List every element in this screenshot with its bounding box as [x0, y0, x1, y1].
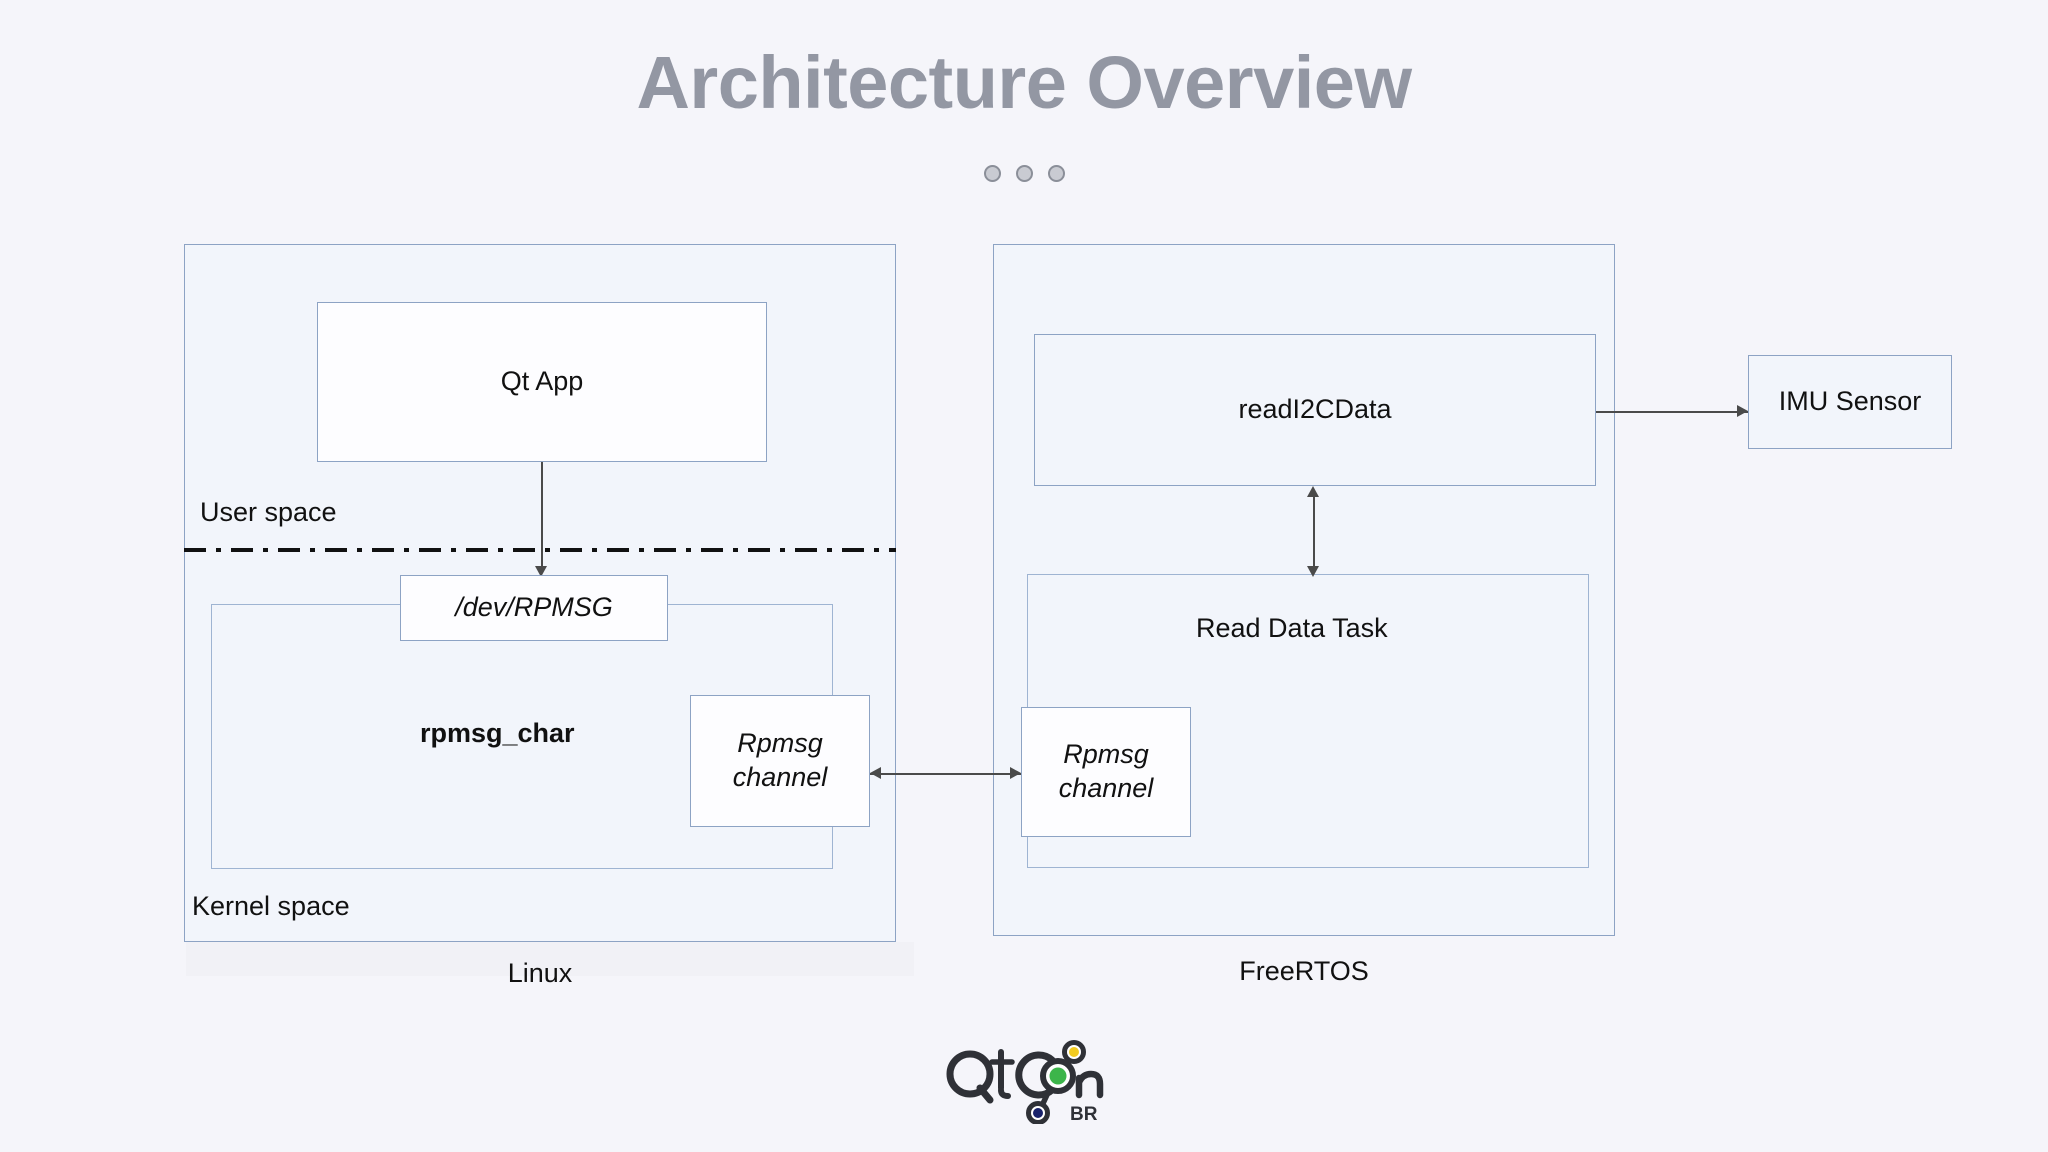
node-dev-rpmsg[interactable]: /dev/RPMSG: [400, 575, 668, 641]
node-read-i2c-data-label: readI2CData: [1238, 394, 1392, 425]
page-title: Architecture Overview: [636, 41, 1412, 124]
kernel-space-label: Kernel space: [192, 891, 350, 921]
pager-dots[interactable]: [0, 165, 2048, 182]
user-kernel-divider: [184, 548, 896, 552]
connector-qtapp-to-devrpmsg: [541, 462, 543, 572]
node-qt-app-label: Qt App: [500, 366, 584, 397]
linux-panel-shadow: [186, 942, 914, 976]
arrowhead-rpmsg-to-freertos: [1010, 767, 1021, 779]
arrowhead-task-to-readi2c-down: [1307, 566, 1319, 577]
node-qt-app[interactable]: Qt App: [317, 302, 767, 462]
pager-dot-2[interactable]: [1015, 165, 1033, 182]
rpmsg-char-label: rpmsg_char: [420, 718, 575, 748]
node-imu-sensor-label: IMU Sensor: [1778, 386, 1922, 417]
linux-caption: Linux: [507, 958, 573, 988]
qtcon-br-logo: BR: [944, 1040, 1114, 1124]
pager-dot-3[interactable]: [1047, 165, 1065, 182]
arrowhead-readi2c-to-imu: [1737, 405, 1748, 417]
node-dev-rpmsg-label: /dev/RPMSG: [455, 592, 613, 623]
connector-readi2c-to-imu: [1596, 411, 1748, 413]
user-space-label: User space: [200, 497, 337, 527]
arrowhead-task-to-readi2c-up: [1307, 486, 1319, 497]
freertos-caption: FreeRTOS: [1239, 956, 1369, 986]
node-imu-sensor[interactable]: IMU Sensor: [1748, 355, 1952, 449]
logo-suffix-text: BR: [1070, 1104, 1098, 1124]
read-data-task-label: Read Data Task: [1196, 613, 1388, 643]
arrowhead-qtapp-to-devrpmsg: [535, 566, 547, 577]
node-read-i2c-data[interactable]: readI2CData: [1034, 334, 1596, 486]
connector-rpmsg-linux-to-freertos: [870, 773, 1021, 775]
pager-dot-1[interactable]: [983, 165, 1001, 182]
connector-task-to-readi2c: [1313, 492, 1315, 572]
arrowhead-rpmsg-to-linux: [870, 767, 881, 779]
